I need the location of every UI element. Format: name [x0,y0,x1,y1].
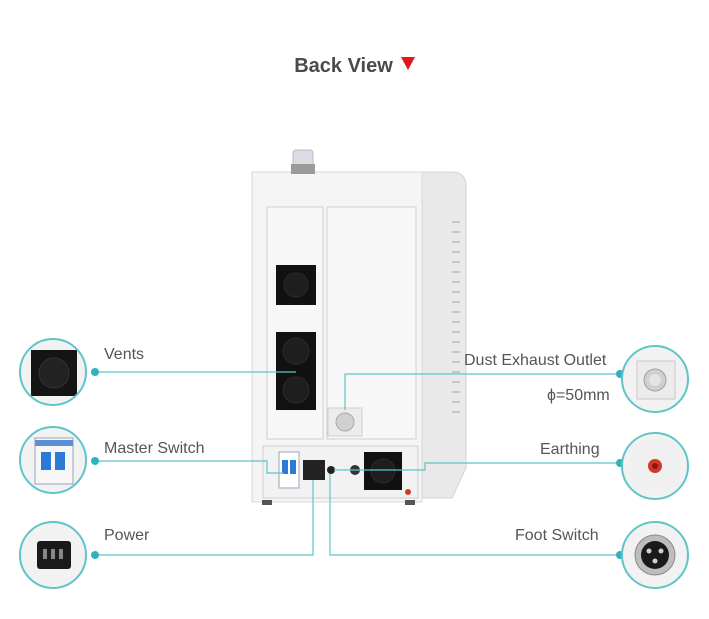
foot-switch-connector-icon [634,534,676,576]
master-switch-line [95,460,284,474]
vents-detail-circle [19,338,87,406]
power-label: Power [104,527,150,544]
signal-light-base [291,164,315,174]
dust-exhaust-detail-circle [621,345,689,413]
power-dot [91,551,99,559]
foot-switch-dot [616,551,624,559]
earthing-line [334,462,620,471]
power-socket-icon [37,541,71,569]
master-switch-dot [91,457,99,465]
earthing-post [327,466,335,474]
earthing-label: Earthing [540,441,600,458]
earthing-icon [631,442,679,490]
cabinet-side-panel [417,171,467,499]
dust-exhaust-dot [616,370,624,378]
breaker-icon [34,437,74,485]
vent-icon [31,350,77,396]
callout-lines [95,371,620,556]
master-switch-detail-circle [19,426,87,494]
down-triangle-icon [400,57,415,70]
power-detail-circle [19,521,87,589]
vents-dot [91,368,99,376]
foot-switch-line [329,474,620,556]
earthing-detail-circle [621,432,689,500]
foot-switch-label: Foot Switch [515,527,599,544]
power-socket [303,460,325,480]
foot-switch-detail-circle [621,521,689,589]
earth-marker [405,489,411,495]
dust-exhaust-line [344,373,620,410]
earthing-dot [616,459,624,467]
right-door [326,206,417,440]
title-text: Back View [294,55,393,77]
dust-exhaust-diameter: ϕ=50mm [547,387,610,404]
exhaust-port-icon [636,360,676,400]
page-title: Back View [0,55,709,78]
exhaust-port [335,412,355,432]
dust-exhaust-label: Dust Exhaust Outlet [464,352,607,369]
power-line [95,480,314,556]
vents-label: Vents [104,346,145,363]
side-vent-slots [452,221,460,413]
master-switch-label: Master Switch [104,440,205,457]
